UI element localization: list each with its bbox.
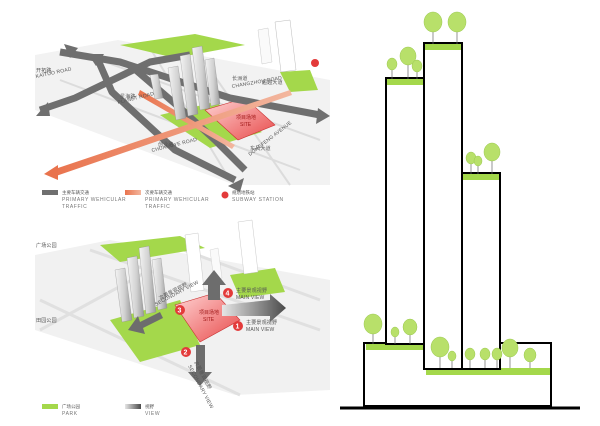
view-marker-1: 1: [233, 321, 243, 331]
subway-station-marker: [311, 59, 319, 67]
primary-road-arrowheads: [36, 44, 330, 192]
view-4-label-cn: 主要景观视野: [236, 287, 267, 294]
tower-left: [385, 77, 425, 345]
primary-road-1: [38, 51, 191, 114]
top-site-label-en: SITE: [240, 122, 252, 128]
top-legend: 主要车辆交通 PRIMARY WEHICULAR TRAFFIC 次要车辆交通 …: [42, 189, 284, 210]
bottom-label-plaza-park: 广场公园: [36, 242, 57, 249]
bottom-park-north: [100, 236, 205, 262]
secondary-road-2: [138, 90, 235, 149]
legend-park: 广场公园 PARK: [42, 403, 80, 417]
road-label-chaoyue-cn: 超越大道: [262, 79, 283, 86]
view-arrow-2: [188, 345, 212, 386]
primary-road-2: [94, 58, 237, 184]
view-arrow-1: [222, 294, 286, 322]
legend-primary-en2: TRAFFIC: [62, 204, 87, 210]
view-arrow-4: [202, 270, 226, 300]
bottom-site-label-en: SITE: [203, 317, 215, 323]
tree-group-podium-right: [430, 336, 537, 368]
view-4-label-en: MAIN VIEW: [236, 295, 265, 301]
section-diagram: [340, 11, 580, 410]
bottom-legend: 广场公园 PARK 视野 VIEW: [42, 403, 160, 417]
legend-primary-cn: 主要车辆交通: [62, 189, 89, 196]
view-marker-2: 2: [181, 347, 191, 357]
road-label-dongfeng-cn: 东风大道: [250, 145, 271, 152]
podium-roof-green-right: [426, 368, 550, 375]
legend-secondary-traffic: 次要车辆交通 PRIMARY WEHICULAR TRAFFIC: [125, 189, 209, 210]
legend-secondary-en2: TRAFFIC: [145, 204, 170, 210]
legend-subway: 规划地铁站 SUBWAY STATION: [221, 189, 284, 203]
tower-right-roof-green: [463, 174, 499, 180]
bottom-site-label-cn: 项目场地: [199, 309, 219, 316]
svg-text:4: 4: [226, 291, 230, 298]
bottom-park-south: [110, 300, 200, 362]
tree-group-left-top: [386, 46, 423, 79]
tower-middle: [423, 42, 463, 370]
secondary-roads: [44, 90, 292, 180]
legend-subway-cn: 规划地铁站: [232, 189, 255, 196]
legend-view: 视野 VIEW: [125, 403, 160, 417]
top-towers: [149, 19, 297, 121]
tower-left-roof-green: [387, 79, 423, 85]
view-arrow-3: [128, 312, 163, 334]
legend-secondary-cn: 次要车辆交通: [145, 189, 172, 196]
legend-park-cn: 广场公园: [62, 403, 80, 410]
tree-group-right-top: [465, 142, 501, 174]
top-park-east: [280, 70, 318, 92]
road-label-chuangye-cn: 创业路: [158, 141, 174, 148]
legend-primary-traffic: 主要车辆交通 PRIMARY WEHICULAR TRAFFIC: [42, 189, 126, 210]
top-map: 项目场地 SITE: [35, 19, 330, 210]
tree-group-podium-left: [363, 313, 418, 344]
view-markers: 1 2 3 4: [175, 288, 243, 357]
svg-text:3: 3: [178, 308, 182, 315]
svg-text:1: 1: [236, 324, 240, 331]
bottom-map: 项目场地 SITE 1: [35, 219, 330, 417]
legend-primary-en: PRIMARY WEHICULAR: [62, 197, 126, 203]
view-arrows: [128, 270, 286, 386]
road-label-planet-cn: 星海路: [120, 93, 136, 100]
top-site: [204, 97, 276, 141]
tower-middle-roof-green: [425, 44, 461, 50]
podium-roof-green-left: [366, 344, 426, 350]
view-marker-4: 4: [223, 288, 233, 298]
tree-group-middle-top: [423, 11, 467, 44]
legend-view-en: VIEW: [145, 411, 160, 417]
legend-park-en: PARK: [62, 411, 78, 417]
svg-text:2: 2: [184, 350, 188, 357]
bottom-label-field-park: 田园公园: [36, 318, 57, 324]
view-marker-3: 3: [175, 305, 185, 315]
road-label-changzhou-cn: 长洲道: [232, 75, 248, 82]
tower-right: [461, 172, 501, 370]
top-park-north: [120, 34, 245, 58]
legend-secondary-en: PRIMARY WEHICULAR: [145, 197, 209, 203]
bottom-park-east: [230, 268, 285, 298]
legend-view-cn: 视野: [145, 403, 154, 410]
view-1-label-en: MAIN VIEW: [246, 327, 275, 333]
legend-subway-en: SUBWAY STATION: [232, 197, 284, 203]
road-label-kaituo-cn: 开拓路: [36, 67, 52, 74]
section-trees: [363, 11, 537, 368]
secondary-road-1: [52, 90, 292, 176]
view-1-label-cn: 主要景观视野: [246, 319, 277, 326]
top-site-label-cn: 项目场地: [236, 114, 256, 121]
